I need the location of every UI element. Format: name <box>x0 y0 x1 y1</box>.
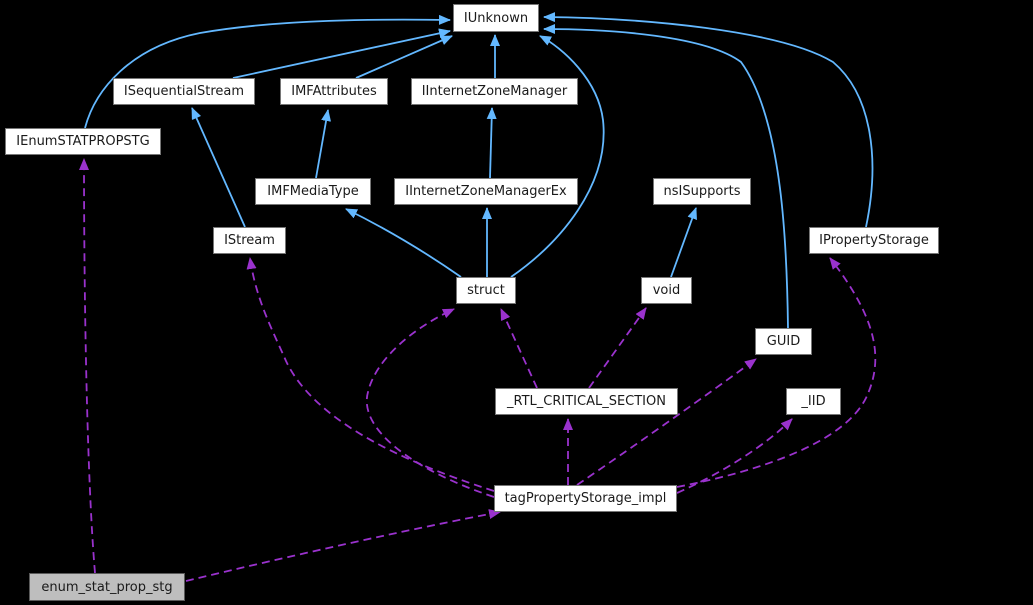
edge-rtl-critical-section-to-void <box>588 307 647 389</box>
edge-imfmediatype-to-imfattributes <box>315 109 332 179</box>
node-void[interactable]: void <box>641 277 692 304</box>
edge-isequentialstream-to-iunknown <box>232 28 451 79</box>
node-guid[interactable]: GUID <box>755 328 812 355</box>
node-struct[interactable]: struct <box>456 277 516 304</box>
edge-ienumstatpropstg-to-iunknown <box>84 14 451 129</box>
edge-enum-stat-prop-stg-to-ienumstatpropstg <box>79 158 96 574</box>
node-ienumstatpropstg[interactable]: IEnumSTATPROPSTG <box>5 128 161 155</box>
node-ipropertystorage[interactable]: IPropertyStorage <box>809 227 939 254</box>
node-isequentialstream[interactable]: ISequentialStream <box>113 78 255 105</box>
node-iinternetzonemanager[interactable]: IInternetZoneManager <box>411 78 578 105</box>
node-iinternetzonemanagerex[interactable]: IInternetZoneManagerEx <box>394 178 578 205</box>
edge-tagpropertystorage-impl-to-struct <box>365 308 495 498</box>
edge-ipropertystorage-to-iunknown <box>543 12 874 228</box>
edge-struct-to-iunknown <box>510 35 605 278</box>
edge-enum-stat-prop-stg-to-tagpropertystorage-impl <box>185 509 501 582</box>
edge-group <box>79 12 877 582</box>
edge-struct-to-imfmediatype <box>345 208 462 278</box>
edge-imfattributes-to-iunknown <box>355 35 453 79</box>
node-iid[interactable]: _IID <box>786 388 841 415</box>
edge-istream-to-isequentialstream <box>191 107 246 228</box>
edge-tagpropertystorage-impl-to-ipropertystorage <box>676 257 877 488</box>
edge-tagpropertystorage-impl-to-iid <box>676 418 793 494</box>
node-imfattributes[interactable]: IMFAttributes <box>280 78 388 105</box>
edge-guid-to-iunknown <box>543 24 789 329</box>
node-tagpropertystorage-impl[interactable]: tagPropertyStorage_impl <box>494 485 677 512</box>
edge-void-to-nsisupports <box>670 207 697 278</box>
edge-iinternetzonemanagerex-to-iinternetzonemanager <box>486 107 497 179</box>
edge-rtl-critical-section-to-struct <box>500 308 538 389</box>
node-iunknown[interactable]: IUnknown <box>453 4 539 32</box>
edge-tagpropertystorage-impl-to-guid <box>576 358 757 486</box>
node-enum-stat-prop-stg: enum_stat_prop_stg <box>29 573 185 601</box>
node-imfmediatype[interactable]: IMFMediaType <box>255 178 371 205</box>
edge-tagpropertystorage-impl-to-istream <box>246 257 495 492</box>
node-rtl-critical-section[interactable]: _RTL_CRITICAL_SECTION <box>495 388 678 415</box>
node-nsisupports[interactable]: nsISupports <box>653 178 751 205</box>
node-istream[interactable]: IStream <box>213 227 286 254</box>
